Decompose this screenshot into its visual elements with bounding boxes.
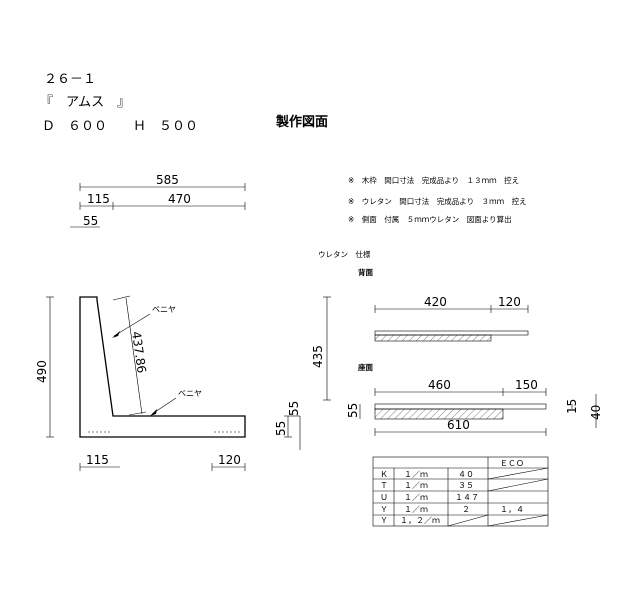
dim-585: 585 [156, 173, 179, 187]
table-row: Ｕ [380, 493, 388, 502]
drawing-title: 製作図面 [275, 114, 328, 130]
table-row: １，４ [500, 505, 524, 514]
model-size: Ｄ ６００ Ｈ ５００ [42, 119, 198, 134]
frame-left-small-dimensions: 55 55 [274, 401, 301, 450]
table-row: Ｔ [380, 481, 388, 490]
dim-40: 40 [589, 405, 603, 420]
table-row: １／ｍ [404, 493, 428, 502]
dim-55-left-b: 55 [287, 401, 301, 416]
table-row: １４７ [455, 493, 479, 502]
frame-outline [79, 296, 246, 438]
note-2: ※ ウレタン 間口寸法 完成品より ３ｍｍ 控え [348, 196, 527, 206]
urethane-spec-title: ウレタン 仕様 [318, 249, 371, 259]
back-label: 背面 [358, 267, 373, 277]
spec-table: ＥＣＯ Ｋ １／ｍ ４０ Ｔ １／ｍ ３５ Ｕ １／ｍ １４７ Ｙ １／ｍ ２ … [372, 456, 549, 527]
model-name: 『 アムス 』 [40, 95, 130, 110]
model-code: ２６－１ [44, 72, 96, 87]
svg-text:ベニヤ: ベニヤ [178, 389, 202, 398]
dim-610: 610 [447, 418, 470, 432]
dim-150: 150 [515, 378, 538, 392]
table-eco-header: ＥＣＯ [500, 459, 524, 468]
dim-55-top: 55 [83, 214, 98, 228]
frame-bottom-dimensions: 115 120 [79, 453, 246, 471]
table-row: １，２／ｍ [400, 516, 440, 525]
table-row: ４０ [458, 470, 474, 479]
seat-panel: 460 150 610 55 15 40 [346, 378, 603, 436]
frame-diagonal-dimension: 437.86 [112, 295, 149, 416]
veneer-label-lower: ベニヤ [150, 389, 202, 416]
frame-height-dimension: 490 [35, 296, 54, 438]
table-row: Ｋ [380, 470, 388, 479]
dim-420: 420 [424, 295, 447, 309]
dim-120-back: 120 [498, 295, 521, 309]
dim-460: 460 [428, 378, 451, 392]
dim-15: 15 [565, 399, 579, 414]
table-row: １／ｍ [404, 470, 428, 479]
seat-label: 座面 [357, 362, 373, 372]
table-row: Ｙ [380, 505, 388, 514]
frame-top-dimensions: 585 115 470 55 [70, 173, 246, 228]
dim-435: 435 [311, 345, 325, 368]
table-row: ２ [462, 505, 470, 514]
dim-437-86: 437.86 [129, 330, 149, 374]
note-1: ※ 木枠 間口寸法 完成品より １３ｍｍ 控え [348, 175, 519, 185]
dim-115-bottom: 115 [86, 453, 109, 467]
table-row: １／ｍ [404, 505, 428, 514]
dim-55-left-a: 55 [274, 421, 288, 436]
dim-115-top: 115 [87, 192, 110, 206]
svg-text:ベニヤ: ベニヤ [152, 305, 176, 314]
back-panel: 420 120 [374, 295, 529, 342]
dim-120-bottom: 120 [218, 453, 241, 467]
dim-470: 470 [168, 192, 191, 206]
veneer-label-upper: ベニヤ [112, 305, 176, 338]
dim-490: 490 [35, 360, 49, 383]
dim-55-seat: 55 [346, 403, 360, 418]
table-row: Ｙ [380, 516, 388, 525]
back-height-dimension: 435 [311, 296, 331, 401]
note-3: ※ 側面 付属 ５ｍｍウレタン 図面より算出 [348, 214, 512, 224]
table-row: ３５ [458, 481, 474, 490]
table-row: １／ｍ [404, 481, 428, 490]
